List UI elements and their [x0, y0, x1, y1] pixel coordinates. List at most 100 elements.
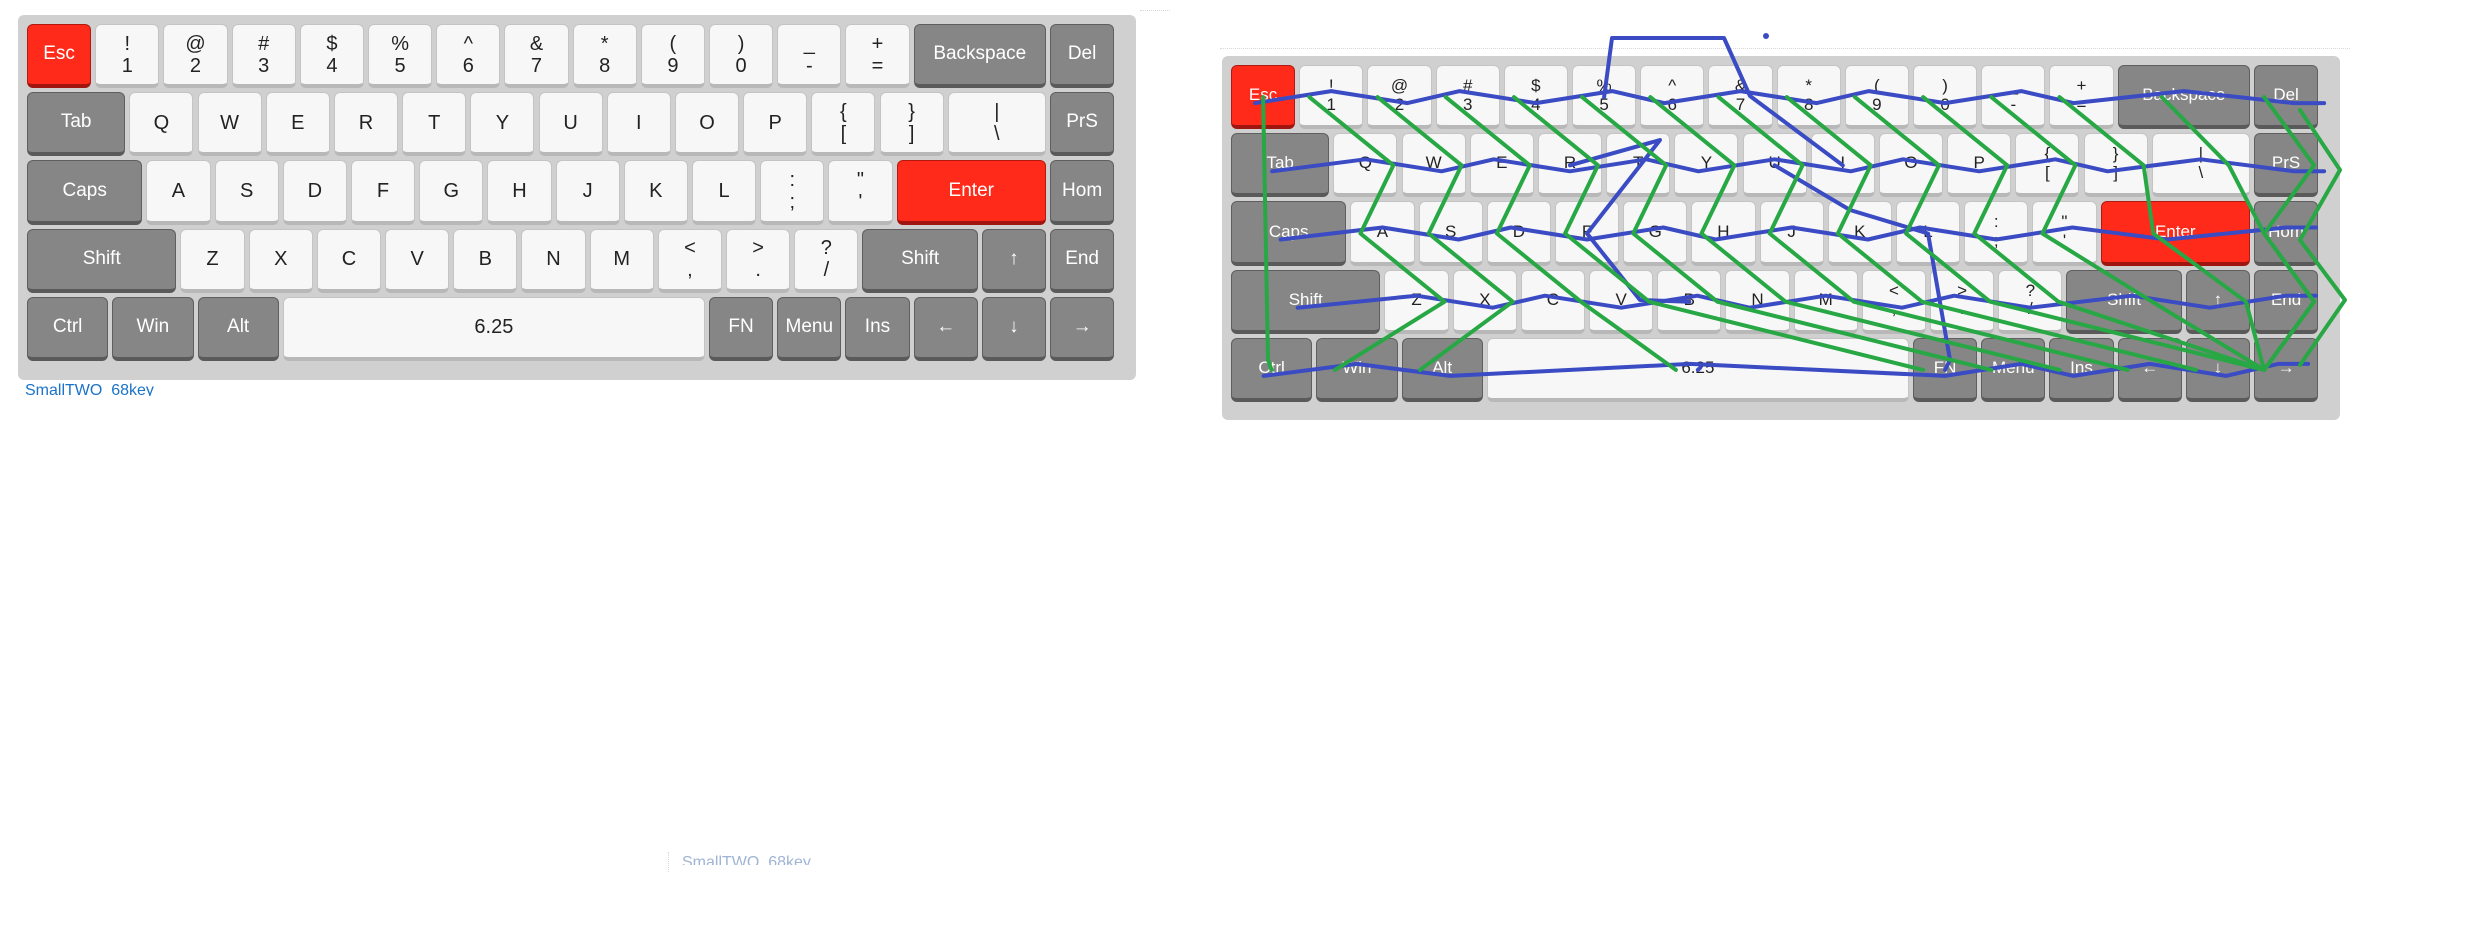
key-symbol[interactable]: |\ — [947, 92, 1046, 157]
key-o[interactable]: O — [1878, 133, 1944, 198]
key-q[interactable]: Q — [1333, 133, 1398, 198]
key-q[interactable]: Q — [129, 92, 194, 157]
key-3[interactable]: #3 — [1435, 65, 1500, 130]
key-z[interactable]: Z — [1384, 269, 1449, 334]
key-alt[interactable]: Alt — [1401, 337, 1483, 402]
key-symbol[interactable]: }] — [879, 92, 944, 157]
key-n[interactable]: N — [1725, 269, 1790, 334]
key-x[interactable]: X — [248, 228, 313, 293]
key-symbol[interactable]: :; — [1964, 201, 2029, 266]
key-i[interactable]: I — [606, 92, 671, 157]
key-d[interactable]: D — [1486, 201, 1551, 266]
key-del[interactable]: Del — [2254, 65, 2319, 130]
key-prs[interactable]: PrS — [1050, 92, 1115, 157]
key-r[interactable]: R — [333, 92, 399, 157]
key-0[interactable]: )0 — [1913, 65, 1978, 130]
key-symbol[interactable]: :; — [760, 160, 825, 225]
key-hom[interactable]: Hom — [2254, 201, 2319, 266]
key-1[interactable]: !1 — [95, 24, 160, 89]
key-left[interactable]: ← — [2117, 337, 2182, 402]
key-5[interactable]: %5 — [1572, 65, 1637, 130]
key-u[interactable]: U — [1742, 133, 1807, 198]
key-symbol[interactable]: ?/ — [1998, 269, 2063, 334]
key-b[interactable]: B — [453, 228, 518, 293]
key-shift[interactable]: Shift — [1231, 269, 1381, 334]
key-b[interactable]: B — [1657, 269, 1722, 334]
key-o[interactable]: O — [674, 92, 740, 157]
key-m[interactable]: M — [1793, 269, 1858, 334]
key-k[interactable]: K — [623, 160, 688, 225]
key-p[interactable]: P — [743, 92, 808, 157]
key-.[interactable]: >. — [1930, 269, 1995, 334]
key-enter[interactable]: Enter — [896, 160, 1046, 225]
key-backspace[interactable]: Backspace — [913, 24, 1046, 89]
key-left[interactable]: ← — [913, 296, 978, 361]
key-hom[interactable]: Hom — [1050, 160, 1115, 225]
key-shift[interactable]: Shift — [2066, 269, 2182, 334]
key-7[interactable]: &7 — [504, 24, 569, 89]
key-ctrl[interactable]: Ctrl — [27, 296, 109, 361]
key-v[interactable]: V — [385, 228, 450, 293]
key-symbol[interactable]: <, — [657, 228, 723, 293]
key-s[interactable]: S — [214, 160, 279, 225]
key-ins[interactable]: Ins — [845, 296, 910, 361]
key-prs[interactable]: PrS — [2254, 133, 2319, 198]
key-menu[interactable]: Menu — [1981, 337, 2046, 402]
key-symbol[interactable]: _- — [1981, 65, 2046, 130]
key-tab[interactable]: Tab — [1231, 133, 1330, 198]
key-7[interactable]: &7 — [1708, 65, 1773, 130]
key-end[interactable]: End — [2254, 269, 2319, 334]
key-.[interactable]: >. — [726, 228, 791, 293]
key-k[interactable]: K — [1827, 201, 1892, 266]
key-i[interactable]: I — [1810, 133, 1875, 198]
key-win[interactable]: Win — [112, 296, 194, 361]
key-s[interactable]: S — [1418, 201, 1483, 266]
key-backspace[interactable]: Backspace — [2117, 65, 2250, 130]
key-6[interactable]: ^6 — [1640, 65, 1705, 130]
key-symbol[interactable]: "' — [2032, 201, 2097, 266]
key-1[interactable]: !1 — [1299, 65, 1364, 130]
key-u[interactable]: U — [538, 92, 603, 157]
key-win[interactable]: Win — [1316, 337, 1398, 402]
key-caps[interactable]: Caps — [1231, 201, 1347, 266]
key-m[interactable]: M — [589, 228, 654, 293]
key-down[interactable]: ↓ — [2185, 337, 2250, 402]
key-del[interactable]: Del — [1050, 24, 1115, 89]
key-e[interactable]: E — [265, 92, 330, 157]
key-y[interactable]: Y — [1674, 133, 1739, 198]
key-z[interactable]: Z — [180, 228, 245, 293]
key-c[interactable]: C — [316, 228, 382, 293]
key-y[interactable]: Y — [470, 92, 535, 157]
key-end[interactable]: End — [1050, 228, 1115, 293]
key-p[interactable]: P — [1947, 133, 2012, 198]
key-l[interactable]: L — [691, 160, 757, 225]
key-8[interactable]: *8 — [572, 24, 637, 89]
key-e[interactable]: E — [1469, 133, 1534, 198]
keyboard-caption-1[interactable]: SmallTWO_68key — [25, 382, 154, 396]
key-symbol[interactable]: {[ — [811, 92, 876, 157]
key-shift[interactable]: Shift — [862, 228, 978, 293]
key-fn[interactable]: FN — [1913, 337, 1978, 402]
key-a[interactable]: A — [1350, 201, 1415, 266]
key-6[interactable]: ^6 — [436, 24, 501, 89]
key-4[interactable]: $4 — [299, 24, 364, 89]
key-caps[interactable]: Caps — [27, 160, 143, 225]
key-2[interactable]: @2 — [1367, 65, 1432, 130]
key-right[interactable]: → — [1050, 296, 1115, 361]
key-symbol[interactable]: {[ — [2015, 133, 2080, 198]
key-5[interactable]: %5 — [368, 24, 433, 89]
key-right[interactable]: → — [2254, 337, 2319, 402]
key-esc[interactable]: Esc — [1231, 65, 1296, 130]
key-ctrl[interactable]: Ctrl — [1231, 337, 1313, 402]
key-up[interactable]: ↑ — [981, 228, 1046, 293]
key-symbol[interactable]: <, — [1861, 269, 1927, 334]
key-ins[interactable]: Ins — [2049, 337, 2114, 402]
key-j[interactable]: J — [555, 160, 620, 225]
key-x[interactable]: X — [1452, 269, 1517, 334]
key-symbol[interactable]: _- — [777, 24, 842, 89]
key-9[interactable]: (9 — [640, 24, 705, 89]
key-8[interactable]: *8 — [1776, 65, 1841, 130]
key-f[interactable]: F — [1554, 201, 1620, 266]
key-0[interactable]: )0 — [709, 24, 774, 89]
key-esc[interactable]: Esc — [27, 24, 92, 89]
